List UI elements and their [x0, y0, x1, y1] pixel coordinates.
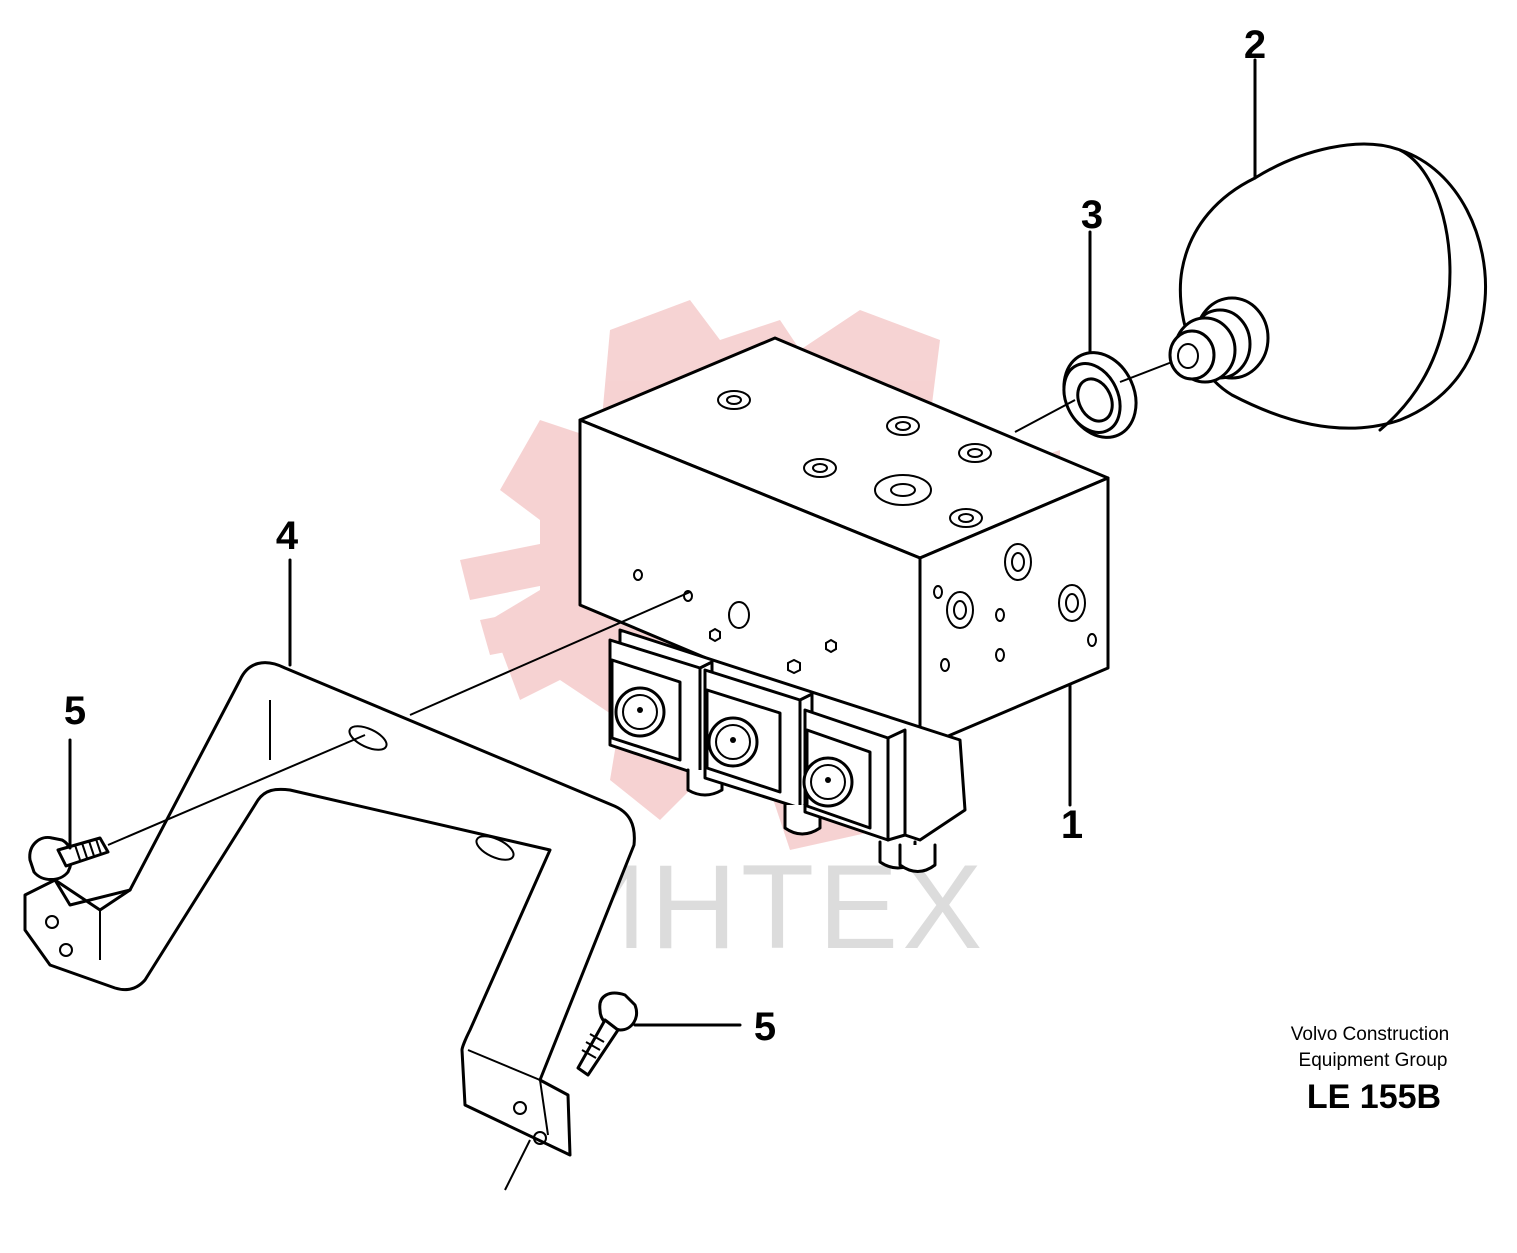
figure-code: LE 155B: [1307, 1078, 1441, 1116]
bolt-left: [28, 835, 110, 881]
solenoid-1: [608, 638, 724, 797]
credit-line-1: Volvo Construction: [1291, 1024, 1449, 1045]
solenoid-3: [802, 708, 937, 873]
leader-lines: [68, 58, 1257, 1027]
callout-1: 1: [1061, 803, 1083, 847]
callout-5-left: 5: [64, 689, 86, 733]
bolt-right: [576, 991, 638, 1077]
valve-block: [578, 336, 1110, 750]
accumulator-fitting: [1168, 296, 1270, 384]
solenoid-2: [703, 668, 822, 836]
callout-5-right: 5: [754, 1005, 776, 1049]
accumulator: [1168, 142, 1488, 432]
callout-3: 3: [1081, 193, 1103, 237]
solenoid-group: [608, 628, 967, 873]
callout-2: 2: [1244, 23, 1266, 67]
callout-4: 4: [276, 514, 299, 558]
seal-ring: [1062, 351, 1138, 439]
bracket: [23, 661, 636, 1157]
credit-line-2: Equipment Group: [1299, 1050, 1448, 1071]
